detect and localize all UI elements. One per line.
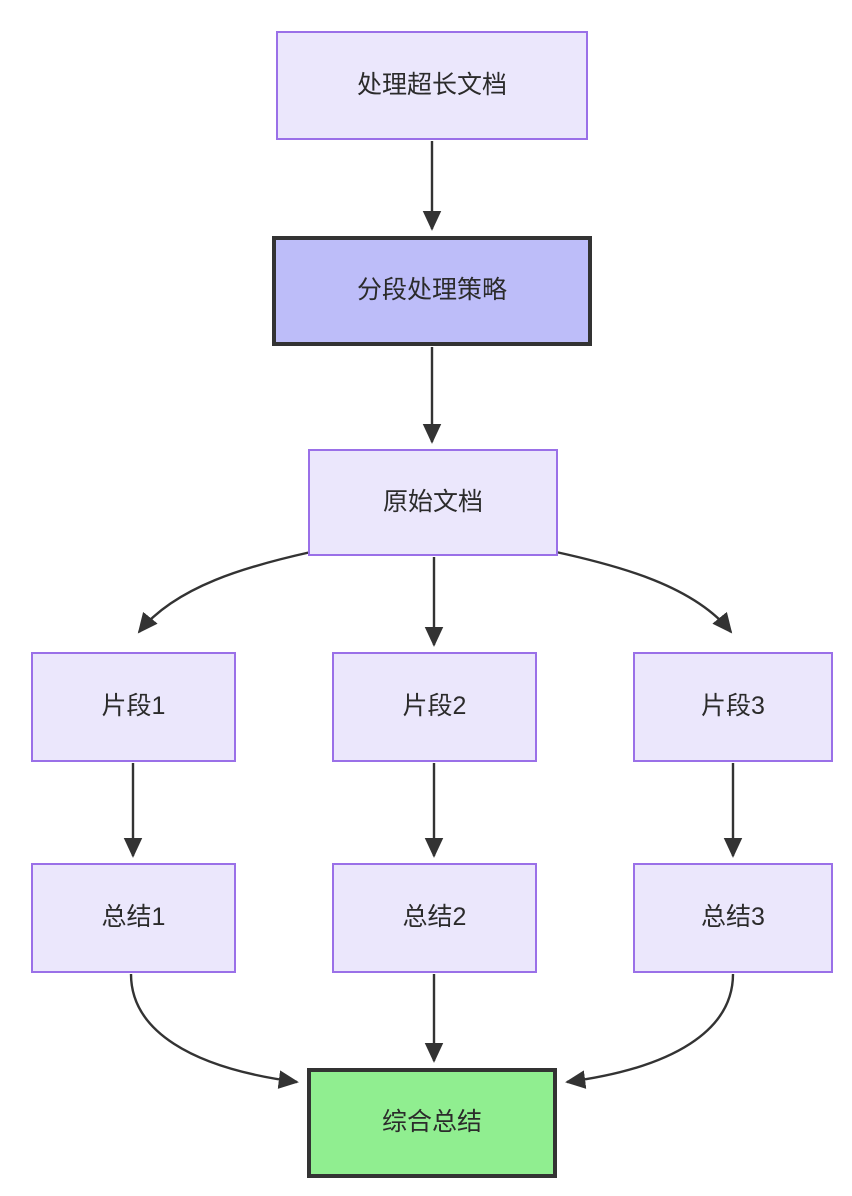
edge-n9-n10	[565, 973, 735, 1089]
node-label: 片段3	[701, 692, 765, 721]
node-summary-1[interactable]: 总结1	[31, 863, 236, 973]
node-summary-2[interactable]: 总结2	[332, 863, 537, 973]
node-label: 原始文档	[382, 487, 483, 516]
node-fragment-3[interactable]: 片段3	[633, 652, 833, 762]
node-label: 总结2	[402, 903, 467, 932]
node-label: 片段1	[101, 692, 166, 721]
node-fragment-2[interactable]: 片段2	[332, 652, 537, 762]
node-label: 总结3	[701, 903, 765, 932]
node-fragment-1[interactable]: 片段1	[31, 652, 236, 762]
node-label: 综合总结	[381, 1108, 482, 1137]
node-summary-3[interactable]: 总结3	[633, 863, 833, 973]
edge-n3-n4	[137, 550, 312, 634]
node-chunking-strategy[interactable]: 分段处理策略	[272, 236, 592, 346]
edge-n7-n10	[129, 973, 299, 1089]
node-label: 片段2	[402, 692, 467, 721]
node-label: 分段处理策略	[356, 276, 507, 305]
node-label: 处理超长文档	[356, 70, 507, 99]
node-comprehensive-summary[interactable]: 综合总结	[307, 1068, 557, 1178]
node-process-long-document[interactable]: 处理超长文档	[276, 31, 588, 140]
node-label: 总结1	[101, 903, 166, 932]
edge-n3-n6	[555, 550, 733, 634]
node-original-document[interactable]: 原始文档	[308, 449, 558, 556]
